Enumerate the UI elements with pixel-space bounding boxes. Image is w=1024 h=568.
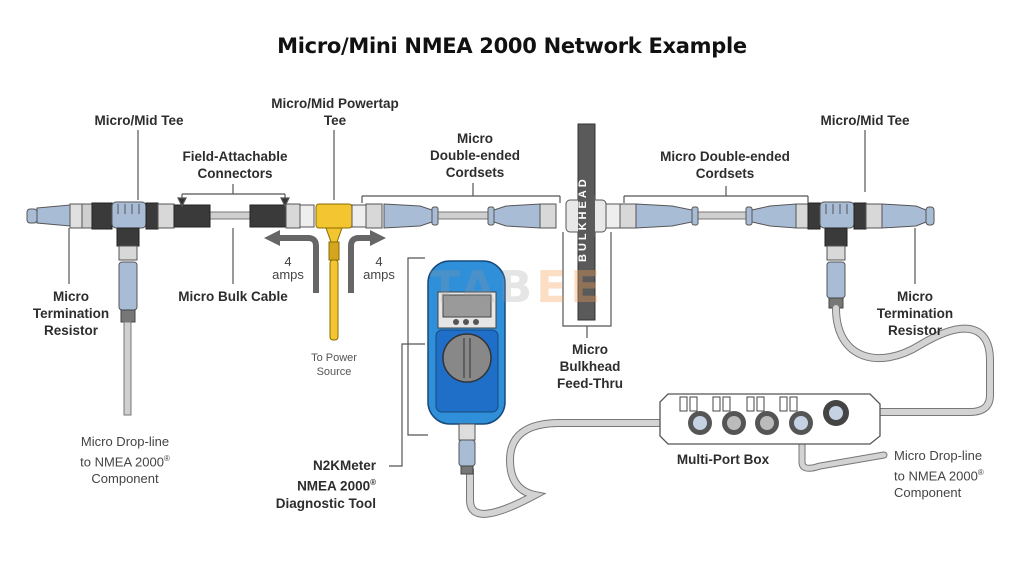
meter-dial	[442, 333, 492, 383]
bulk-cable	[209, 211, 251, 220]
label-right-tee: Micro/Mid Tee	[820, 113, 910, 128]
micro-mid-tee-right	[807, 201, 867, 309]
multiport-box	[659, 393, 881, 445]
label-multiport-box: Multi-Port Box	[676, 452, 770, 467]
label-amps-left: 4 amps	[272, 254, 304, 282]
label-bulk-cable: Micro Bulk Cable	[178, 289, 288, 304]
label-power-source: To Power Source	[311, 352, 357, 378]
label-left-tee: Micro/Mid Tee	[94, 113, 184, 128]
label-amps-right: 4 amps	[363, 254, 395, 282]
label-n2kmeter: N2KMeter NMEA 2000® Diagnostic Tool	[275, 458, 376, 511]
double-ended-cordset-right	[619, 203, 809, 229]
arrowhead-left	[177, 197, 187, 208]
micro-mid-tee-left	[91, 201, 175, 416]
label-double-ended-right: Micro Double-ended Cordsets	[660, 149, 790, 181]
watermark: TABEE	[430, 262, 605, 313]
label-powertap-tee: Micro/Mid Powertap Tee	[271, 96, 399, 128]
label-termination-left: Micro Termination Resistor	[32, 289, 110, 338]
label-double-ended-left: Micro Double-ended Cordsets	[430, 131, 520, 180]
powertap-tee	[315, 203, 367, 341]
label-bulkhead-feedthru: Micro Bulkhead Feed-Thru	[557, 342, 623, 391]
amps-arrows	[264, 230, 386, 293]
n2kmeter-device	[427, 260, 506, 475]
arrow-right-icon	[370, 230, 386, 246]
drop-cables	[466, 304, 994, 518]
bulkhead: BULKHEAD	[565, 123, 621, 321]
label-field-attachable: Field-Attachable Connectors	[182, 149, 288, 181]
double-ended-cable-left	[437, 211, 489, 220]
termination-resistor-left	[26, 203, 93, 229]
bulkhead-text: BULKHEAD	[577, 176, 589, 262]
double-ended-cordset-left	[365, 203, 557, 229]
label-dropline-left: Micro Drop-line to NMEA 2000® Component	[80, 434, 170, 487]
termination-resistor-right	[865, 203, 935, 229]
arrow-left-icon	[264, 230, 280, 246]
diagram-title: Micro/Mini NMEA 2000 Network Example	[277, 34, 747, 58]
label-dropline-right: Micro Drop-line to NMEA 2000® Component	[894, 448, 984, 501]
leader-lines	[68, 130, 916, 467]
label-termination-right: Micro Termination Resistor	[876, 289, 954, 338]
field-attachable-connectors	[173, 203, 315, 229]
arrowhead-right	[280, 197, 290, 208]
double-ended-cable-right	[697, 211, 747, 220]
